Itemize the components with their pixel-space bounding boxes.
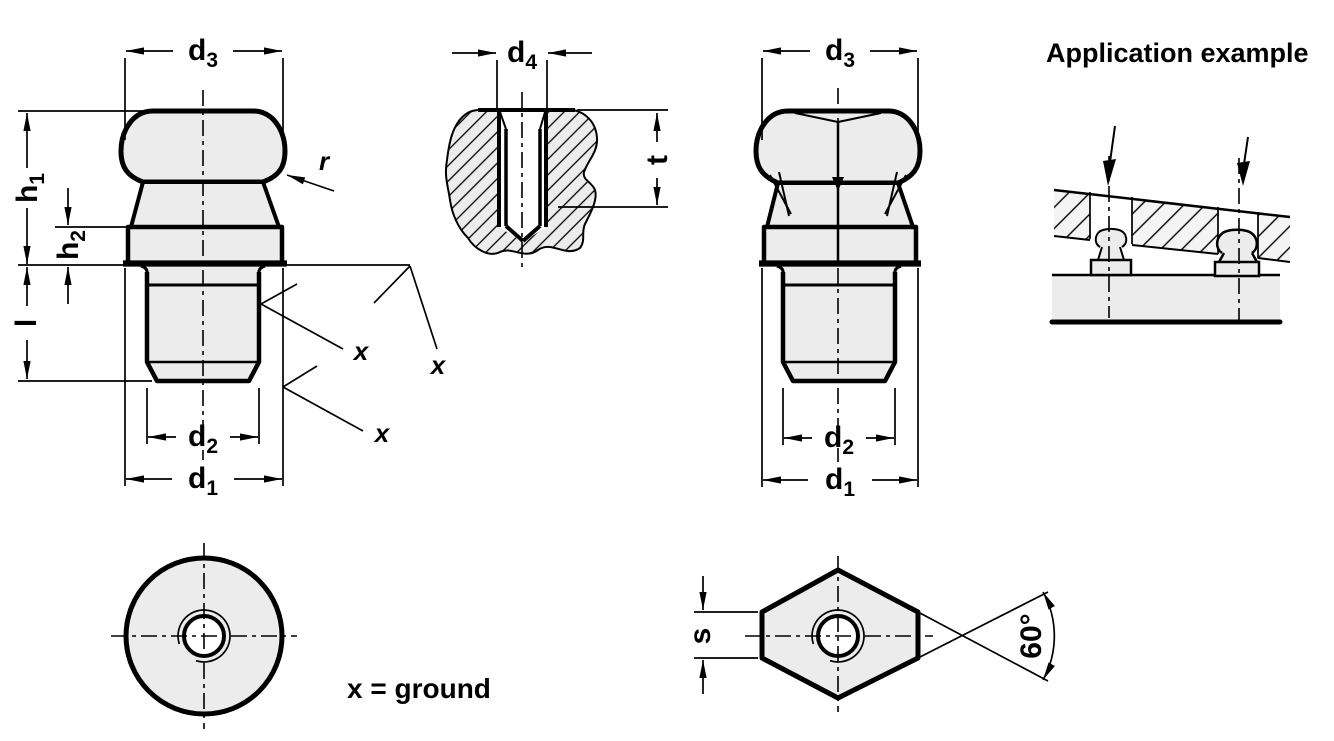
workpiece-bottom-edge-b <box>1131 244 1219 255</box>
collar-outline <box>761 224 919 266</box>
undercut-left <box>776 264 785 275</box>
application-example: Application example <box>1046 38 1309 325</box>
workpiece-bottom-edge-c <box>1257 257 1291 263</box>
section-view: d4 t <box>444 36 674 272</box>
ground-leader-3: x <box>373 265 447 380</box>
dim-label-d1-front: d1 <box>188 462 218 500</box>
dim-d1-front: d1 <box>124 268 284 500</box>
workpiece-top-edge <box>1053 188 1291 219</box>
ground-mark-1: x <box>352 336 370 366</box>
top-notch-right <box>837 112 882 123</box>
dim-s: s <box>684 576 758 694</box>
hex-corner-point <box>832 177 844 191</box>
thread-arc <box>177 609 231 663</box>
dim-t: t <box>558 109 674 208</box>
dim-h1: h1 <box>11 113 49 264</box>
hex-slit-left-b <box>778 171 790 217</box>
ground-leader-2: x <box>282 365 391 448</box>
dim-d2-front: d2 <box>146 388 260 458</box>
thread-arc <box>811 609 865 663</box>
force-arrow-right <box>1237 136 1250 186</box>
dim-d2-side: d2 <box>782 388 896 459</box>
top-view-round <box>111 543 297 729</box>
dim-angle: 60° <box>917 591 1056 682</box>
dim-d4: d4 <box>452 36 592 108</box>
shank-outline <box>780 272 898 384</box>
pin-left <box>1089 227 1133 277</box>
dim-label-s: s <box>684 628 717 645</box>
top-notch-left <box>794 112 839 123</box>
pin-right-head <box>1215 228 1259 255</box>
neck-outline <box>765 181 915 229</box>
dim-label-d4: d4 <box>507 36 537 74</box>
pin-left-head <box>1094 227 1128 248</box>
angle-arc <box>1042 591 1056 681</box>
dim-d1-side: d1 <box>761 268 919 501</box>
pin-right <box>1213 228 1261 278</box>
pin-left-collar <box>1089 258 1133 277</box>
tapped-hole <box>497 111 548 243</box>
undercut-right <box>893 264 902 275</box>
neck-outline <box>129 180 281 229</box>
dim-label-l: l <box>10 319 43 327</box>
ground-note: x = ground <box>347 673 491 704</box>
dim-label-d2-side: d2 <box>824 421 854 459</box>
dim-label-d3-side: d3 <box>825 34 855 72</box>
dim-l: l <box>10 267 43 379</box>
ground-leader-1: x <box>260 283 370 366</box>
dim-label-h2: h2 <box>52 230 90 260</box>
dim-label-angle: 60° <box>1015 613 1048 658</box>
dim-h2: h2 <box>52 188 90 304</box>
collar-outline <box>125 224 285 266</box>
workpiece-bottom-edge-a <box>1053 235 1091 241</box>
undercut-left <box>140 264 149 275</box>
force-arrow-left <box>1103 125 1116 186</box>
radius-label: r <box>319 146 331 176</box>
dim-d3-side: d3 <box>761 34 919 140</box>
top-view-hex: s 60° <box>684 556 1056 712</box>
undercut-right <box>257 264 266 275</box>
front-view: d3 h1 h2 l d2 <box>10 34 447 500</box>
dim-d3-front: d3 <box>124 34 284 140</box>
base-plate-fill <box>1052 275 1280 322</box>
shank-fill <box>783 266 895 381</box>
pin-right-collar <box>1213 260 1261 278</box>
front-part-outline <box>118 90 288 460</box>
dim-label-h1: h1 <box>11 173 49 203</box>
side-part-outline <box>753 88 923 462</box>
hex-slit-right-b <box>886 171 898 217</box>
dim-label-d2-front: d2 <box>188 420 218 458</box>
dim-label-t: t <box>641 155 674 165</box>
ground-mark-2: x <box>373 418 391 448</box>
head-outline <box>118 108 288 185</box>
radius-leader: r <box>286 146 335 192</box>
dim-label-d1-side: d1 <box>825 463 855 501</box>
side-view: d3 d2 d1 <box>753 34 923 501</box>
ground-mark-3: x <box>429 350 447 380</box>
application-title: Application example <box>1046 38 1309 68</box>
dim-label-d3-front: d3 <box>188 34 218 72</box>
